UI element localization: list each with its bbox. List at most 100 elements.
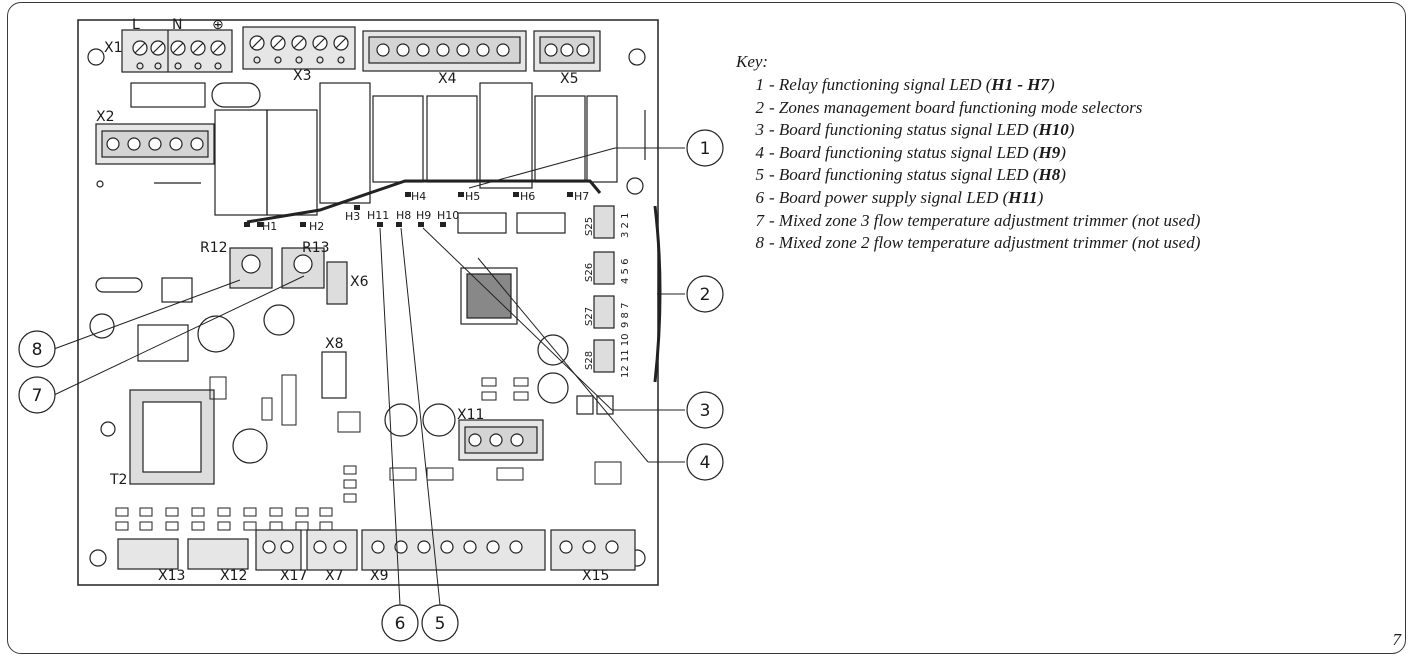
sensor (161, 277, 193, 303)
label-x5: X5 (560, 71, 579, 87)
key-item-text: - Mixed zone 2 flow temperature adjustme… (769, 233, 1201, 253)
mounting-hole (100, 421, 116, 437)
key-item-text: - Board functioning status signal LED ( (769, 165, 1039, 185)
label-s27: S27 (584, 307, 595, 326)
key-item: 3- Board functioning status signal LED (… (736, 119, 1200, 142)
fuse-holder (130, 82, 206, 108)
key-item-num: 3 (755, 120, 765, 140)
label-x15: X15 (582, 568, 609, 584)
key-item-num: 4 (755, 142, 765, 162)
callout-5-num: 5 (435, 614, 446, 634)
key-item-text: - Mixed zone 3 flow temperature adjustme… (769, 210, 1201, 230)
label-x6: X6 (350, 274, 369, 290)
label-r12: R12 (200, 240, 228, 256)
label-h8: H8 (396, 209, 411, 222)
label-h11: H11 (367, 209, 389, 222)
mounting-hole (89, 549, 107, 567)
mounting-hole (87, 48, 105, 66)
callout-4-num: 4 (700, 453, 711, 473)
label-x11: X11 (457, 407, 484, 423)
mounting-hole (626, 177, 644, 195)
x5-connector (533, 30, 601, 72)
callout-7-num: 7 (32, 386, 43, 406)
label-x1: X1 (104, 40, 123, 56)
key-item: 1- Relay functioning signal LED (H1 - H7… (736, 74, 1200, 97)
label-h9: H9 (416, 209, 431, 222)
crystal (95, 277, 143, 293)
x7-connector (306, 529, 358, 571)
x17-connector (255, 529, 302, 571)
label-x7: X7 (325, 568, 344, 584)
key-list: 1- Relay functioning signal LED (H1 - H7… (736, 74, 1201, 255)
key-title: Key: (736, 52, 769, 71)
callout-leaders (53, 147, 685, 606)
key-item: 8- Mixed zone 2 flow temperature adjustm… (736, 232, 1201, 255)
key-item-text: - Board functioning status signal LED ( (769, 120, 1039, 140)
key-item-text: - Zones management board functioning mod… (769, 97, 1143, 117)
label-h7: H7 (574, 190, 589, 203)
capacitor (232, 428, 268, 464)
label-x1-earth: ⊕ (212, 17, 224, 33)
key-item-text: - Board functioning status signal LED ( (769, 142, 1039, 162)
x15-connector (550, 529, 636, 571)
label-h6: H6 (520, 190, 535, 203)
battery (197, 315, 235, 353)
label-x1-n: N (172, 17, 182, 33)
key-item-bold: H10 (1038, 120, 1069, 140)
callout-3 (686, 391, 724, 429)
x12-connector (187, 538, 249, 570)
page-number: 7 (1392, 630, 1402, 649)
label-h4: H4 (411, 190, 426, 203)
label-h10: H10 (437, 209, 459, 222)
label-s26-nums: 4 5 6 (620, 259, 631, 284)
label-s28: S28 (584, 351, 595, 370)
x9-connector (361, 529, 546, 571)
callout-1-num: 1 (700, 139, 711, 159)
ic-chip (516, 212, 566, 234)
x8-connector (321, 351, 347, 399)
x4-connector (362, 30, 527, 72)
callout-2 (686, 275, 724, 313)
label-x2: X2 (96, 109, 115, 125)
x6-connector (326, 261, 348, 305)
led-row (244, 192, 573, 227)
key-item-text: - Board power supply signal LED ( (769, 187, 1009, 207)
callout-4 (686, 443, 724, 481)
x2-connector (95, 123, 215, 165)
label-r13: R13 (302, 240, 330, 256)
label-h5: H5 (465, 190, 480, 203)
key-item-num: 1 (755, 75, 765, 94)
key-item-bold: H8 (1038, 165, 1061, 185)
label-x4: X4 (438, 71, 457, 87)
key-item-num: 2 (755, 97, 765, 117)
label-x12: X12 (220, 568, 247, 584)
optocoupler (137, 324, 189, 362)
label-x8: X8 (325, 336, 344, 352)
mounting-hole (628, 48, 646, 66)
key-legend: Key: 1- Relay functioning signal LED (H1… (736, 52, 1200, 255)
x11-connector (458, 419, 544, 461)
key-item: 7- Mixed zone 3 flow temperature adjustm… (736, 210, 1201, 233)
callout-6-num: 6 (395, 614, 406, 634)
key-item-after: ) (1060, 165, 1066, 185)
label-x3: X3 (293, 68, 312, 84)
label-h3: H3 (345, 210, 360, 223)
label-h1: H1 (262, 220, 277, 233)
callout-1 (686, 129, 724, 167)
key-item-bold: H9 (1038, 142, 1061, 162)
callout-2-num: 2 (700, 285, 711, 305)
key-item-bold: H11 (1008, 187, 1038, 207)
key-item: 6- Board power supply signal LED (H11) (736, 187, 1200, 210)
callout-8-num: 8 (32, 340, 43, 360)
page-frame (7, 2, 1406, 654)
label-h2: H2 (309, 220, 324, 233)
label-x9: X9 (370, 568, 389, 584)
key-item-num: 7 (755, 210, 765, 230)
x3-connector (242, 26, 356, 70)
callout-8 (18, 330, 56, 368)
callout-7 (18, 376, 56, 414)
fuse (211, 82, 261, 108)
key-item-num: 6 (755, 187, 765, 207)
label-t2: T2 (109, 472, 127, 488)
